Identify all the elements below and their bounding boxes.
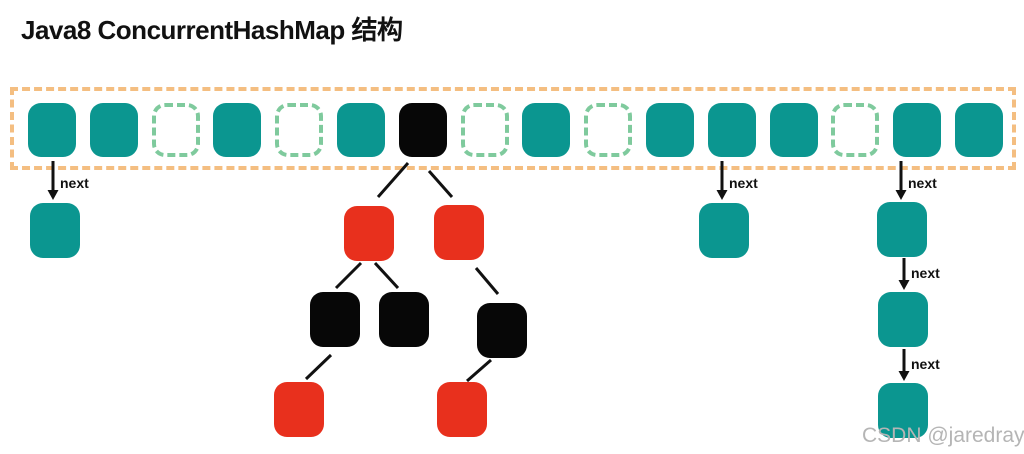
bucket-14-chain-node-2 [878, 383, 928, 438]
bucket-cell-13 [831, 103, 879, 157]
hash-bucket-array [10, 87, 1016, 170]
bucket-cell-15 [955, 103, 1003, 157]
bucket-cell-9 [584, 103, 632, 157]
red-black-tree-left-right-black [379, 292, 429, 347]
bucket-cell-14 [893, 103, 941, 157]
bucket-cell-1 [90, 103, 138, 157]
bucket-cell-10 [646, 103, 694, 157]
bucket-cell-2 [152, 103, 200, 157]
red-black-tree-right-red [434, 205, 484, 260]
tree-edge [466, 358, 492, 383]
next-label: next [729, 175, 758, 191]
red-black-tree-bottom-left-red [274, 382, 324, 437]
next-label: next [911, 265, 940, 281]
tree-edge [334, 261, 363, 290]
bucket-cell-11 [708, 103, 756, 157]
watermark: CSDN @jaredray [862, 424, 1024, 447]
diagram-title: Java8 ConcurrentHashMap 结构 [21, 15, 403, 45]
bucket-11-chain-node-0 [699, 203, 749, 258]
bucket-0-chain-node-0 [30, 203, 80, 258]
bucket-cell-5 [337, 103, 385, 157]
bucket-cell-4 [275, 103, 323, 157]
next-arrow-head [716, 190, 728, 200]
tree-edge [427, 170, 454, 198]
red-black-tree-left-left-black [310, 292, 360, 347]
red-black-tree-left-red [344, 206, 394, 261]
bucket-cell-8 [522, 103, 570, 157]
bucket-cell-0 [28, 103, 76, 157]
tree-edge [373, 261, 400, 290]
bucket-cell-6 [399, 103, 447, 157]
next-label: next [911, 356, 940, 372]
red-black-tree-right-right-black [477, 303, 527, 358]
bucket-14-chain-node-1 [878, 292, 928, 347]
red-black-tree-bottom-right-red [437, 382, 487, 437]
next-label: next [908, 175, 937, 191]
next-label: next [60, 175, 89, 191]
next-arrow-head [898, 371, 910, 381]
next-arrow-head [895, 190, 907, 200]
next-arrow-head [47, 190, 59, 200]
tree-edge [474, 267, 500, 295]
bucket-cell-3 [213, 103, 261, 157]
tree-edge [304, 353, 333, 381]
next-arrow-head [898, 280, 910, 290]
bucket-cell-7 [461, 103, 509, 157]
bucket-cell-12 [770, 103, 818, 157]
bucket-14-chain-node-0 [877, 202, 927, 257]
